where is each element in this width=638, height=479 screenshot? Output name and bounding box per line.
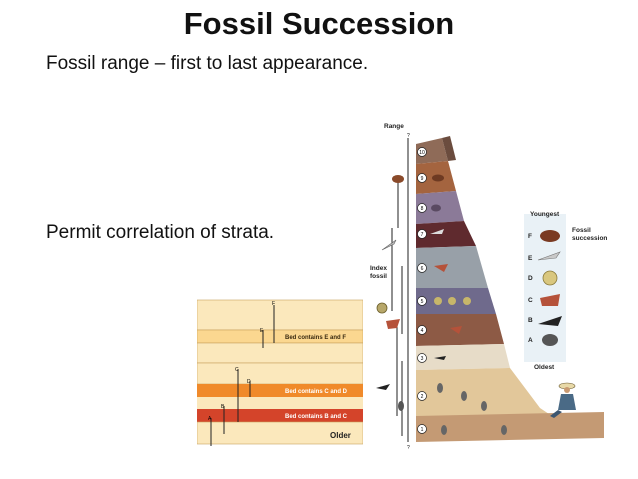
layer-6 [416, 246, 488, 288]
bed-label-cd: Bed contains C and D [285, 389, 348, 395]
layer-number-1: 1 [421, 427, 424, 433]
legend-letter-e: E [528, 255, 533, 262]
layer-number-4: 4 [421, 328, 424, 334]
legend-letter-d: D [528, 275, 533, 282]
range-label: Range [384, 123, 404, 130]
bed-mid-1 [197, 343, 363, 363]
layer-number-8: 8 [421, 206, 424, 212]
layer-number-10: 10 [419, 150, 425, 156]
letter-c: C [235, 367, 239, 373]
legend-letter-a: A [528, 337, 533, 344]
layer-number-3: 3 [421, 356, 424, 362]
graptolite-icon [376, 384, 390, 390]
letter-f: F [272, 301, 275, 307]
bullet-fossil-range: Fossil range – first to last appearance. [46, 53, 368, 75]
layer-number-9: 9 [421, 176, 424, 182]
ammonite-icon [377, 303, 387, 313]
bed-mid-2 [197, 363, 363, 384]
bed-label-ef: Bed contains E and F [285, 335, 346, 341]
index-fossil-label-2: fossil [370, 273, 387, 280]
legend-youngest: Youngest [530, 211, 560, 218]
layer-number-2: 2 [421, 394, 424, 400]
legend-title-1: Fossil [572, 227, 591, 234]
bed-range-diagram: A B C D E F Bed contains E and F Bed con… [197, 296, 363, 451]
legend-letter-b: B [528, 317, 533, 324]
legend-title-2: succession [572, 235, 607, 242]
legend-letter-f: F [528, 233, 532, 240]
letter-d: D [247, 379, 251, 385]
range-question-bottom: ? [407, 445, 410, 451]
layer-number-7: 7 [421, 232, 424, 238]
strata-column-diagram: Range ? ? Index fossil 10 9 8 7 6 [364, 116, 608, 452]
legend-fossil-a-icon [542, 334, 558, 346]
bed-top [197, 300, 363, 330]
legend-fossil-f-icon [540, 230, 560, 242]
bed-label-older: Older [330, 431, 351, 440]
fossil-icon [398, 401, 404, 411]
bullet-correlation: Permit correlation of strata. [46, 222, 274, 244]
cephalopod-icon [382, 240, 396, 250]
legend-fossil-d-icon [543, 271, 557, 285]
index-fossil-label-1: Index [370, 265, 387, 272]
legend-oldest: Oldest [534, 364, 555, 371]
slide-title: Fossil Succession [0, 6, 638, 42]
layer-3 [416, 344, 510, 370]
trilobite-icon [386, 319, 400, 329]
brachiopod-icon [392, 175, 404, 183]
layer-number-6: 6 [421, 266, 424, 272]
layer-number-5: 5 [421, 299, 424, 305]
bed-label-bc: Bed contains B and C [285, 414, 348, 420]
legend-letter-c: C [528, 297, 533, 304]
